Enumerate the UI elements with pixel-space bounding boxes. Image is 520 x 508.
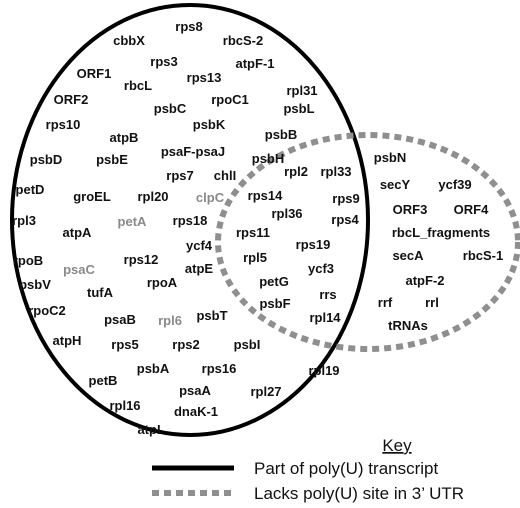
gene-label: rpl6 bbox=[158, 313, 182, 328]
gene-label: psbK bbox=[193, 117, 226, 132]
gene-label: atpF-2 bbox=[406, 273, 445, 288]
gene-label: rps2 bbox=[172, 337, 199, 352]
gene-label: ycf4 bbox=[186, 238, 213, 253]
poly-u-only-genes: cbbX rps8 rbcS-2 rps3 ORF1 atpF-1 rbcL r… bbox=[12, 19, 339, 437]
gene-label: dnaK-1 bbox=[174, 404, 218, 419]
gene-label: ycf39 bbox=[438, 177, 471, 192]
gene-label: psbN bbox=[374, 150, 407, 165]
gene-label: psbB bbox=[265, 127, 298, 142]
gene-label: psbI bbox=[234, 337, 261, 352]
gene-label: rps4 bbox=[331, 212, 359, 227]
gene-label: rps5 bbox=[111, 337, 138, 352]
gene-label: atpI bbox=[137, 422, 160, 437]
gene-label: clpC bbox=[196, 190, 225, 205]
gene-label: atpE bbox=[185, 261, 214, 276]
gene-label: cbbX bbox=[113, 33, 145, 48]
lacks-poly-u-only-genes: psbN secY ycf39 ORF3 ORF4 rbcL_fragments… bbox=[374, 150, 503, 333]
gene-label: ORF1 bbox=[77, 66, 112, 81]
gene-label: rps18 bbox=[173, 213, 208, 228]
gene-label: rpoB bbox=[13, 253, 43, 268]
gene-label: ORF4 bbox=[454, 202, 489, 217]
gene-label: rpl36 bbox=[271, 206, 302, 221]
gene-label: rps13 bbox=[187, 70, 222, 85]
gene-label: rpl3 bbox=[12, 213, 36, 228]
gene-label: atpF-1 bbox=[236, 56, 275, 71]
gene-label: ORF3 bbox=[393, 202, 428, 217]
gene-label: rps19 bbox=[296, 237, 331, 252]
key-dashed-label: Lacks poly(U) site in 3’ UTR bbox=[254, 484, 464, 503]
gene-label: rrl bbox=[425, 295, 439, 310]
gene-label: psbT bbox=[196, 308, 227, 323]
gene-label: rpoA bbox=[147, 275, 178, 290]
gene-label: petD bbox=[16, 182, 45, 197]
gene-label: psbL bbox=[283, 101, 314, 116]
gene-label: rrf bbox=[378, 295, 393, 310]
gene-label: rpl20 bbox=[137, 189, 168, 204]
gene-label: psbD bbox=[30, 152, 63, 167]
gene-label: ycf3 bbox=[308, 261, 334, 276]
gene-label: rps16 bbox=[202, 361, 237, 376]
gene-label: ORF2 bbox=[54, 92, 89, 107]
gene-label: psbH bbox=[252, 151, 285, 166]
gene-label: rpl31 bbox=[286, 83, 317, 98]
gene-label: rbcL bbox=[124, 78, 152, 93]
gene-label: rps11 bbox=[236, 225, 270, 240]
key-title: Key bbox=[382, 436, 412, 455]
gene-label: psbE bbox=[96, 152, 128, 167]
gene-label: rps10 bbox=[46, 117, 81, 132]
gene-label: psbA bbox=[137, 361, 170, 376]
gene-label: psaB bbox=[104, 312, 136, 327]
gene-label: petG bbox=[259, 274, 289, 289]
gene-label: rps3 bbox=[150, 54, 177, 69]
gene-label: secY bbox=[380, 177, 411, 192]
gene-label: psaC bbox=[63, 262, 95, 277]
gene-label: rbcS-1 bbox=[463, 248, 503, 263]
gene-label: atpH bbox=[53, 333, 82, 348]
gene-label: rps7 bbox=[166, 168, 193, 183]
gene-label: rps8 bbox=[175, 19, 202, 34]
gene-label: rps14 bbox=[248, 188, 283, 203]
gene-label: rpl2 bbox=[284, 164, 308, 179]
gene-label: rpl19 bbox=[308, 363, 339, 378]
gene-label: rbcS-2 bbox=[223, 33, 263, 48]
gene-label: psbF bbox=[259, 296, 290, 311]
gene-label: rpoC2 bbox=[28, 303, 66, 318]
key: Key Part of poly(U) transcript Lacks pol… bbox=[152, 436, 464, 503]
key-solid-label: Part of poly(U) transcript bbox=[254, 459, 438, 478]
gene-label: groEL bbox=[73, 189, 111, 204]
gene-label: psaA bbox=[179, 383, 211, 398]
gene-label: rpl27 bbox=[250, 384, 281, 399]
lacks-poly-u-site-circle bbox=[215, 132, 520, 352]
gene-label: tufA bbox=[87, 285, 114, 300]
gene-label: atpB bbox=[110, 130, 139, 145]
gene-label: rpl33 bbox=[320, 164, 351, 179]
gene-label: psbC bbox=[154, 101, 187, 116]
gene-label: petB bbox=[89, 373, 118, 388]
gene-label: psaF-psaJ bbox=[161, 144, 225, 159]
gene-label: petA bbox=[118, 214, 148, 229]
gene-label: rbcL_fragments bbox=[392, 225, 490, 240]
overlap-genes: rpl2 rpl33 rps9 rps14 rpl36 rps4 rps11 r… bbox=[236, 164, 360, 325]
gene-label: chlI bbox=[214, 168, 236, 183]
gene-label: rps12 bbox=[124, 252, 159, 267]
poly-u-transcript-circle bbox=[10, 3, 370, 437]
gene-label: rpl5 bbox=[243, 250, 267, 265]
gene-label: atpA bbox=[63, 225, 93, 240]
gene-label: rps9 bbox=[332, 191, 359, 206]
gene-label: tRNAs bbox=[388, 318, 428, 333]
gene-label: psbV bbox=[19, 277, 51, 292]
gene-label: rrs bbox=[319, 287, 336, 302]
gene-label: rpoC1 bbox=[211, 92, 249, 107]
gene-label: secA bbox=[392, 248, 424, 263]
gene-label: rpl14 bbox=[309, 310, 341, 325]
gene-label: rpl16 bbox=[109, 398, 140, 413]
